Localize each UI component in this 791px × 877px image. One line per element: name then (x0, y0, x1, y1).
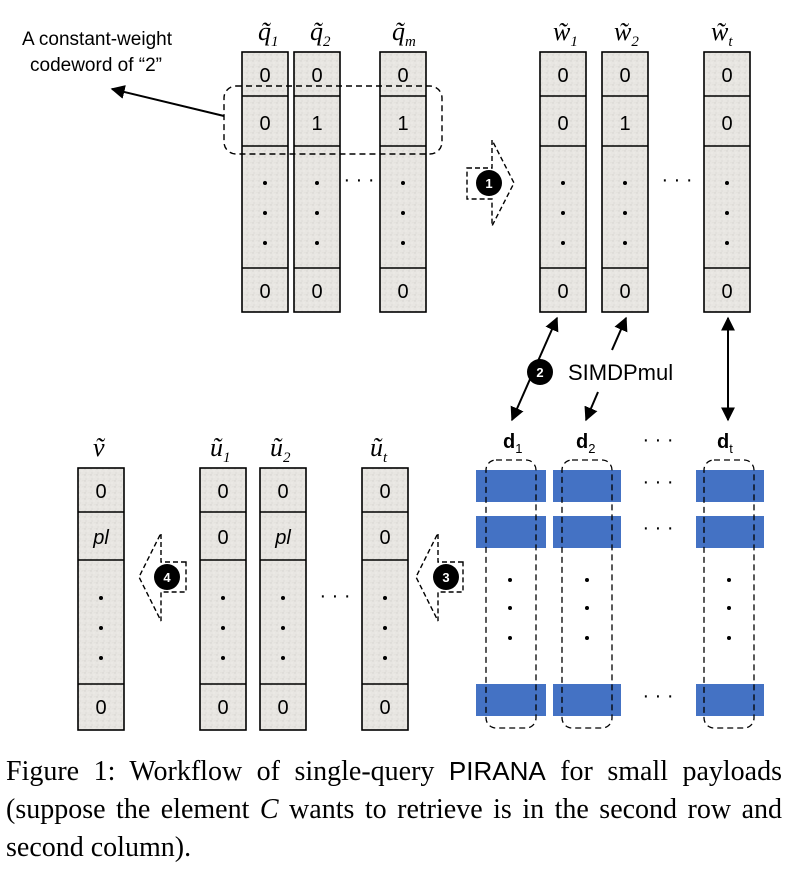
w-label-t: w̃t (711, 17, 733, 50)
u-label-t: ũt (370, 433, 388, 466)
u-column-1: 0 0 0 (199, 467, 247, 731)
v-row-1: 0 (95, 481, 106, 503)
db-column-2-outline (561, 459, 613, 729)
vertical-dots (725, 181, 729, 245)
step-4-label: 4 (163, 570, 171, 585)
w-t-row-2: 0 (721, 113, 732, 135)
query-label-1: q̃1 (258, 17, 279, 50)
w-t-row-1: 0 (721, 65, 732, 87)
u-column-t: 0 0 0 (361, 467, 409, 731)
db-row-1-ellipsis: · · · (642, 471, 673, 493)
query-m-row-2: 1 (397, 113, 408, 135)
db-row-last-ellipsis: · · · (642, 685, 673, 707)
w-2-row-2: 1 (619, 113, 630, 135)
db-label-1: d1 (503, 431, 522, 456)
query-m-row-1: 0 (397, 65, 408, 87)
db-label-t: dt (717, 431, 733, 456)
codeword-highlight (223, 85, 443, 155)
u-1-row-last: 0 (217, 697, 228, 719)
annotation-line-2: codeword of “2” (30, 55, 162, 76)
db-column-t-outline (703, 459, 755, 729)
w-column-2: 0 1 0 (601, 51, 649, 313)
caption-middle: for small payloads (suppose the element (6, 756, 783, 825)
u-2-row-2: pl (274, 527, 291, 549)
query-1-row-2: 0 (259, 113, 270, 135)
query-2-row-last: 0 (311, 281, 322, 303)
query-1-row-last: 0 (259, 281, 270, 303)
u-ellipsis: · · · (319, 585, 350, 607)
u-t-row-1: 0 (379, 481, 390, 503)
query-column-m: 0 1 0 (379, 51, 427, 313)
query-label-2: q̃2 (310, 17, 331, 50)
u-label-2: ũ2 (270, 433, 291, 466)
v-row-last: 0 (95, 697, 106, 719)
vertical-dots (315, 181, 319, 245)
caption-prefix: Figure 1: Workflow of single-query (6, 756, 449, 787)
query-column-1: 0 0 0 (241, 51, 289, 313)
vertical-dots (263, 181, 267, 245)
db-label-2: d2 (576, 431, 595, 456)
step-3-arrow: 3 (415, 532, 464, 622)
vertical-dots (99, 596, 103, 660)
caption-scheme: PIRANA (448, 756, 546, 786)
u-column-2: 0 pl 0 (259, 467, 307, 731)
u-t-row-2: 0 (379, 527, 390, 549)
w-2-row-last: 0 (619, 281, 630, 303)
annotation-arrow (110, 85, 225, 117)
simd-arrow-2-lower (584, 391, 599, 422)
simd-label: SIMDPmul (568, 360, 673, 385)
step-1-arrow: 1 (466, 139, 515, 227)
step-1-label: 1 (485, 176, 492, 191)
w-1-row-last: 0 (557, 281, 568, 303)
query-m-row-last: 0 (397, 281, 408, 303)
vertical-dots (561, 181, 565, 245)
query-1-row-1: 0 (259, 65, 270, 87)
query-ellipsis: · · · (343, 169, 374, 191)
caption-suffix: wants to retrieve is in the second row a… (6, 794, 783, 863)
w-column-t: 0 0 0 (703, 51, 751, 313)
annotation-line-1: A constant-weight (22, 29, 173, 50)
workflow-diagram: 0 0 0 0 1 0 0 1 0 · · · q̃1 q̃2 q̃m A co… (22, 17, 764, 731)
w-2-row-1: 0 (619, 65, 630, 87)
step-2-badge: 2 (527, 359, 553, 385)
step-4-arrow: 4 (138, 532, 187, 622)
u-2-row-last: 0 (277, 697, 288, 719)
vertical-dots (383, 596, 387, 660)
v-column: 0 pl 0 (77, 467, 125, 731)
db-row-2-ellipsis: · · · (642, 517, 673, 539)
u-2-row-1: 0 (277, 481, 288, 503)
query-column-2: 0 1 0 (293, 51, 341, 313)
query-2-row-1: 0 (311, 65, 322, 87)
vertical-dots (623, 181, 627, 245)
u-1-row-1: 0 (217, 481, 228, 503)
query-2-row-2: 1 (311, 113, 322, 135)
query-label-m: q̃m (392, 17, 416, 50)
vertical-dots (401, 181, 405, 245)
v-label: ṽ (93, 433, 106, 462)
w-column-1: 0 0 0 (539, 51, 587, 313)
vertical-dots (281, 596, 285, 660)
db-vertical-dots (508, 578, 731, 640)
db-column-1-outline (485, 459, 537, 729)
db-row-1 (476, 470, 764, 502)
figure-caption: Figure 1: Workflow of single-query PIRAN… (6, 752, 782, 867)
vertical-dots (221, 596, 225, 660)
db-row-2 (476, 516, 764, 548)
w-label-1: w̃1 (553, 17, 578, 50)
caption-element: C (259, 794, 279, 825)
w-1-row-2: 0 (557, 113, 568, 135)
simd-arrow-2-upper (611, 316, 628, 351)
db-header-ellipsis: · · · (642, 429, 673, 451)
w-label-2: w̃2 (614, 17, 639, 50)
step-2-label: 2 (536, 365, 543, 380)
w-1-row-1: 0 (557, 65, 568, 87)
db-row-last (476, 684, 764, 716)
w-ellipsis: · · · (661, 169, 692, 191)
u-t-row-last: 0 (379, 697, 390, 719)
v-row-2: pl (92, 527, 109, 549)
u-label-1: ũ1 (210, 433, 231, 466)
w-t-row-last: 0 (721, 281, 732, 303)
step-3-label: 3 (442, 570, 449, 585)
u-1-row-2: 0 (217, 527, 228, 549)
